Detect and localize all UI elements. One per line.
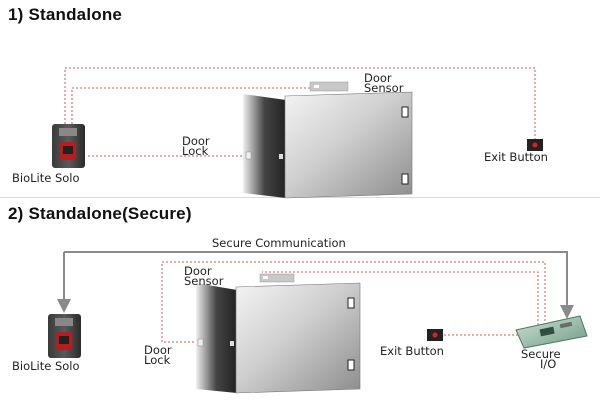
secure-io-chip — [539, 326, 555, 337]
section-1-reader-label: BioLite Solo — [12, 171, 80, 185]
section-1-door-lock-label-line1: Door — [182, 134, 210, 148]
secure-io-connector — [559, 321, 573, 329]
section-2-title: 2) Standalone(Secure) — [8, 204, 192, 223]
door-frame — [196, 283, 237, 393]
section-2-door-sensor-label-line2: Sensor — [184, 274, 224, 288]
section-1-door — [243, 81, 413, 199]
section-2-reader — [48, 314, 81, 358]
door-sensor-mark — [263, 276, 268, 279]
section-2-exit-button-label: Exit Button — [380, 344, 444, 358]
section-2-reader-label: BioLite Solo — [12, 359, 80, 373]
reader-screen — [55, 318, 73, 326]
secure-comm-line — [57, 251, 574, 319]
door-hinge-bottom — [347, 359, 355, 371]
section-1-door-sensor-label-line2: Sensor — [364, 81, 404, 95]
secure-io-label-line2: I/O — [540, 357, 557, 371]
secure-io-module — [515, 315, 588, 349]
door-panel — [235, 282, 361, 394]
section-1-diagram — [52, 67, 543, 199]
secure-communication-label: Secure Communication — [212, 236, 346, 250]
door-sensor-mark — [314, 85, 319, 88]
door-hinge-bottom — [401, 173, 409, 185]
door-lock-bolt — [245, 151, 252, 160]
section-2-door-sensor-label-line1: Door — [184, 264, 212, 278]
door-lock-strike — [279, 154, 283, 159]
secure-comm-arrow-to-io — [64, 251, 574, 319]
door-lock-bolt — [197, 338, 204, 347]
section-1-door-lock-label-line2: Lock — [182, 144, 209, 158]
reader-screen — [59, 128, 77, 136]
wire-reader-to-door-sensor — [71, 87, 312, 124]
exit-button-led — [432, 332, 438, 338]
wire-io-to-door-sensor — [262, 271, 539, 325]
reader-sensor-window — [59, 336, 69, 344]
section-2-exit-button — [427, 329, 443, 341]
door-frame — [243, 94, 286, 198]
section-2-door — [196, 273, 361, 394]
door-panel — [284, 91, 413, 199]
section-1-reader — [52, 124, 85, 168]
section-1-door-sensor-label-line1: Door — [364, 71, 392, 85]
section-1-title: 1) Standalone — [8, 5, 123, 24]
door-hinge-top — [401, 106, 409, 118]
exit-button-led — [532, 142, 538, 148]
section-1-exit-button-label: Exit Button — [484, 150, 548, 164]
secure-io-label-line1: Secure — [521, 347, 561, 361]
section-1-wires — [64, 67, 536, 157]
reader-sensor-window — [63, 146, 73, 154]
door-sensor-block — [259, 273, 295, 283]
door-sensor-block — [309, 81, 349, 92]
door-lock-strike — [230, 341, 234, 346]
section-1-exit-button — [527, 139, 543, 151]
section-2-door-lock-label-line2: Lock — [144, 353, 171, 367]
section-2-door-lock-label-line1: Door — [144, 343, 172, 357]
wire-reader-to-exit-button — [64, 67, 536, 140]
wire-io-to-door-lock — [161, 261, 546, 343]
door-hinge-top — [347, 297, 355, 309]
section-2-diagram — [48, 251, 588, 394]
section-2-wires — [161, 261, 546, 343]
